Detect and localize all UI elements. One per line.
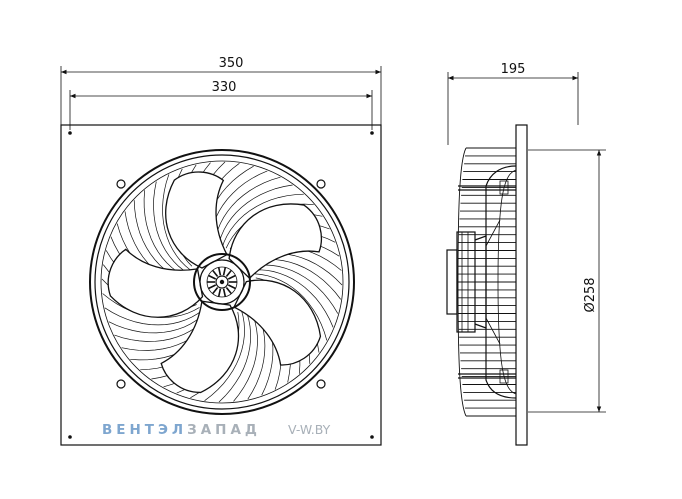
- guard-rings: [89, 149, 355, 415]
- watermark-brand-part2: ЗАПАД: [187, 422, 261, 438]
- fan-blade: [107, 248, 204, 318]
- dimension-350: 350: [60, 56, 382, 125]
- guard-wire: [218, 307, 251, 403]
- hub-rib: [222, 267, 227, 276]
- dimension-label-195: 195: [501, 62, 526, 77]
- hub-rib: [208, 284, 217, 290]
- dimension-diameter: Ø258: [528, 149, 606, 413]
- hub-rib: [211, 286, 219, 295]
- side-guard-outline: [457, 147, 467, 417]
- watermark-brand: ВЕНТЭЛЗАПАД: [102, 422, 261, 438]
- side-mounting-plate: [515, 124, 528, 446]
- hub-rib: [225, 269, 233, 278]
- guard-wire: [252, 264, 339, 314]
- dimension-label-350: 350: [219, 56, 244, 71]
- guard-wire: [153, 181, 190, 275]
- corner-holes: [68, 131, 374, 439]
- dimension-195: 195: [447, 62, 579, 145]
- motor-struts: [458, 180, 516, 384]
- hub-rib: [217, 267, 222, 276]
- watermark: ВЕНТЭЛЗАПАД V-W.BY: [102, 422, 331, 438]
- hub-rib: [208, 274, 217, 280]
- guard-wire: [162, 174, 191, 271]
- hub-rib: [211, 269, 219, 278]
- mounting-plate: [60, 124, 382, 446]
- front-view: 350 330: [60, 56, 382, 446]
- hub-rib: [227, 284, 236, 290]
- guard-wire: [204, 309, 245, 401]
- dimension-label-330: 330: [212, 80, 237, 95]
- dimension-label-diameter: Ø258: [583, 277, 598, 312]
- fan-blade: [233, 279, 322, 366]
- guard-wire: [254, 273, 328, 341]
- guard-mounting-holes: [116, 179, 326, 389]
- fan-blade: [228, 203, 322, 280]
- hub-rib: [225, 286, 233, 295]
- fan-blade: [160, 300, 239, 394]
- watermark-site: V-W.BY: [288, 422, 331, 437]
- hub-rib: [227, 274, 236, 280]
- guard-wire: [108, 311, 207, 334]
- guard-wire: [221, 193, 304, 249]
- dimension-330: 330: [69, 80, 373, 130]
- side-view: 195 Ø258: [446, 62, 606, 446]
- guard-wire: [217, 184, 293, 249]
- watermark-brand-part1: ВЕНТЭЛ: [102, 422, 187, 438]
- hub-rib: [217, 288, 222, 297]
- guard-wire: [253, 269, 334, 328]
- impeller-blades: [107, 171, 322, 394]
- motor-body: [446, 219, 501, 345]
- hub-rib: [222, 288, 227, 297]
- fan-blade: [165, 171, 228, 269]
- side-guard-wires: [457, 147, 516, 417]
- guard-wire: [104, 307, 203, 326]
- motor-hub: [193, 253, 251, 311]
